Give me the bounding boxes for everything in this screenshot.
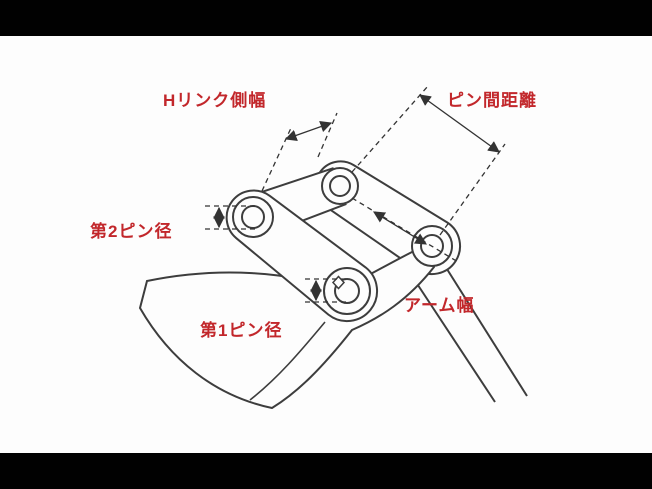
letterbox-top [0, 0, 652, 36]
label-pin-to-pin-distance: ピン間距離 [447, 91, 537, 110]
label-arm-width: アーム幅 [404, 296, 475, 315]
letterbox-bottom [0, 453, 652, 489]
bucket-link-lines [407, 257, 528, 403]
arm-width-arrow [373, 211, 427, 245]
h-link-width-arrow [284, 121, 333, 141]
label-pin1-diameter: 第1ピン径 [200, 321, 283, 340]
dim-pin1-diameter [305, 278, 350, 303]
dim-arm-width [351, 197, 459, 263]
label-h-link-side-width: Hリンク側幅 [163, 91, 267, 110]
dim-h-link-side-width [261, 112, 338, 192]
dim-pin2-diameter [205, 205, 256, 230]
dim-pin-to-pin-distance [351, 85, 506, 236]
label-pin2-diameter: 第2ピン径 [90, 222, 173, 241]
pin2-front-bore [241, 205, 265, 229]
pin2-rear-bore [329, 175, 351, 197]
pin-distance-arrow [419, 94, 500, 153]
arm-end-chamfer-line [249, 321, 326, 401]
